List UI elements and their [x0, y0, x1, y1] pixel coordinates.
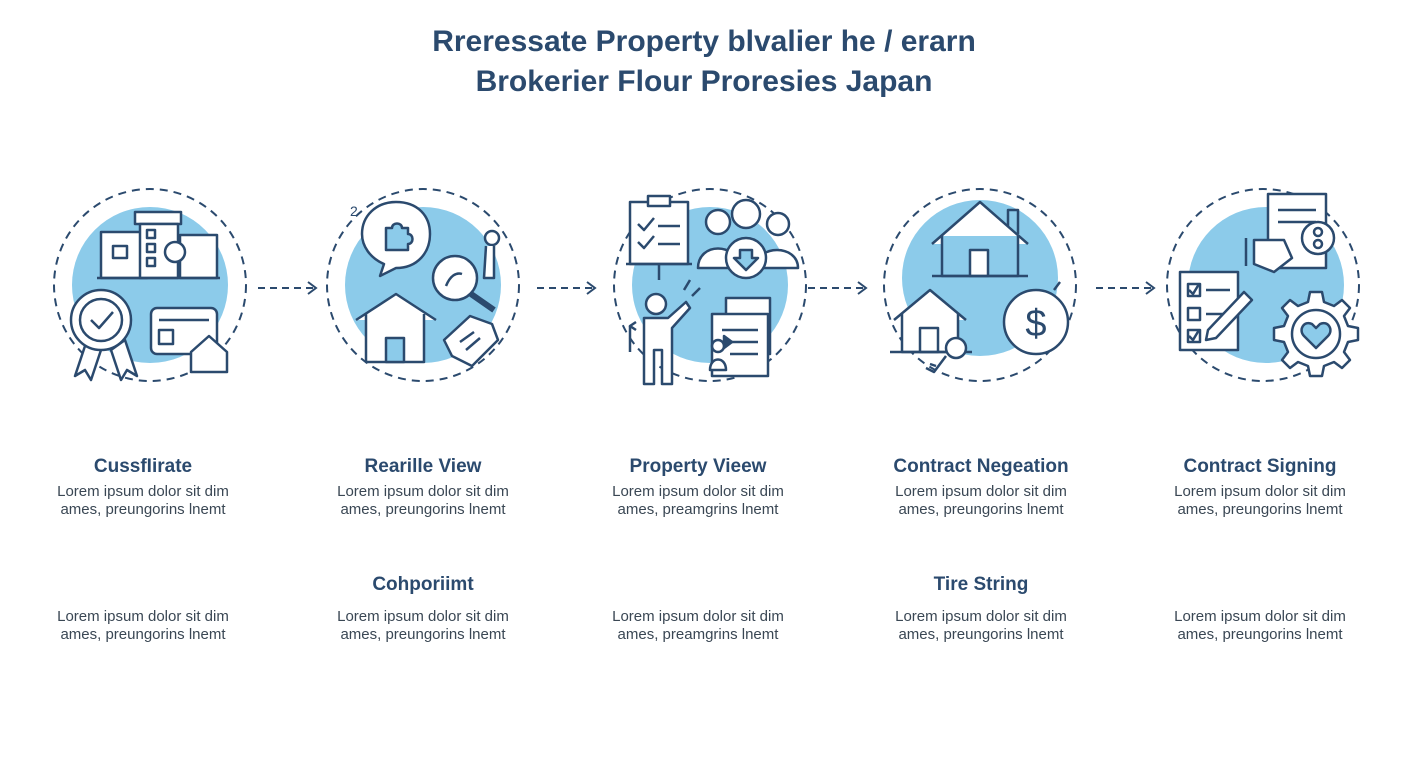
arrow-2-3	[537, 281, 597, 295]
step-1-illustration	[45, 180, 255, 390]
step-1-label: CussfIirate Lorem ipsum dolor sit dim am…	[23, 455, 263, 519]
step-2-subtitle: Cohporiimt	[372, 574, 474, 595]
step-2-subtitle-block: Cohporiimt	[303, 573, 543, 601]
step-4-text-line-2: ames, preungorins lnemt	[898, 501, 1064, 518]
step-5-label: Contract Signing Lorem ipsum dolor sit d…	[1140, 455, 1380, 519]
arrow-3-4	[808, 281, 868, 295]
step-4-text-line-4: ames, preungorins lnemt	[898, 626, 1064, 643]
arrow-4-5	[1096, 281, 1156, 295]
step-2-text-line-4: ames, preungorins lnemt	[340, 626, 506, 643]
arrow-1-2	[258, 281, 318, 295]
step-4-text-line-1: Lorem ipsum dolor sit dim	[895, 483, 1067, 500]
gear-heart-icon	[1272, 290, 1360, 378]
page-title: Rreressate Property blvalier he / erarn …	[0, 22, 1408, 102]
svg-text:$: $	[1025, 303, 1046, 345]
step-3-illustration	[600, 180, 810, 390]
step-2-text-line-1: Lorem ipsum dolor sit dim	[337, 483, 509, 500]
step-5-text-line-2: ames, preungorins lnemt	[1177, 501, 1343, 518]
step-5-text-line-3: Lorem ipsum dolor sit dim	[1174, 608, 1346, 625]
step-3-label: Property Vieew Lorem ipsum dolor sit dim…	[578, 455, 818, 519]
step-2-text-line-2: ames, preungorins lnemt	[340, 501, 506, 518]
step-3-text-line-1: Lorem ipsum dolor sit dim	[612, 483, 784, 500]
step-3-text-line-3: Lorem ipsum dolor sit dim	[612, 608, 784, 625]
magnifier-icon	[431, 229, 501, 313]
step-1-extra-text: Lorem ipsum dolor sit dim ames, preungor…	[23, 608, 263, 644]
step-5-text-line-4: ames, preungorins lnemt	[1177, 626, 1343, 643]
house-key-icon	[890, 288, 972, 374]
dollar-coin-icon: $	[1002, 281, 1070, 356]
title-line-2: Brokerier Flour Proresies Japan	[475, 65, 933, 98]
step-4-title: Contract Negeation	[893, 456, 1069, 477]
presenter-icon	[628, 279, 701, 386]
step-2-title: Rearille View	[364, 456, 482, 477]
step-1-text-line-4: ames, preungorins lnemt	[60, 626, 226, 643]
step-3-extra-text: Lorem ipsum dolor sit dim ames, preamgri…	[578, 608, 818, 644]
document-icon	[708, 296, 772, 378]
contract-documents-icon	[1244, 192, 1336, 274]
step-3-title: Property Vieew	[629, 456, 767, 477]
step-5-title: Contract Signing	[1183, 456, 1337, 477]
building-icon	[97, 210, 220, 280]
checklist-clipboard-icon	[626, 194, 692, 280]
step-4-illustration: $	[876, 180, 1086, 390]
step-1-text-line-1: Lorem ipsum dolor sit dim	[57, 483, 229, 500]
step-1-text-line-2: ames, preungorins lnemt	[60, 501, 226, 518]
people-group-icon	[696, 198, 800, 280]
step-2-label: Rearille View Lorem ipsum dolor sit dim …	[303, 455, 543, 519]
step-5-extra-text: Lorem ipsum dolor sit dim ames, preungor…	[1140, 608, 1380, 644]
checklist-pen-icon	[1178, 270, 1254, 352]
step-4-subtitle-block: Tire String	[861, 573, 1101, 601]
house-icon	[355, 292, 437, 364]
house-icon	[931, 200, 1029, 278]
title-line-1: Rreressate Property blvalier he / erarn	[432, 25, 976, 58]
step-2-illustration: 2	[320, 180, 530, 390]
svg-text:2: 2	[350, 203, 358, 219]
step-3-text-line-4: ames, preamgrins lnemt	[617, 626, 779, 643]
handshake-icon	[442, 314, 500, 368]
property-card-icon	[149, 306, 229, 374]
step-1-text-line-3: Lorem ipsum dolor sit dim	[57, 608, 229, 625]
step-4-text-line-3: Lorem ipsum dolor sit dim	[895, 608, 1067, 625]
step-5-text-line-1: Lorem ipsum dolor sit dim	[1174, 483, 1346, 500]
step-4-extra-text: Lorem ipsum dolor sit dim ames, preungor…	[861, 608, 1101, 644]
puzzle-speech-icon: 2	[350, 200, 432, 278]
award-ribbon-icon	[69, 288, 139, 382]
step-2-text-line-3: Lorem ipsum dolor sit dim	[337, 608, 509, 625]
step-2-extra-text: Lorem ipsum dolor sit dim ames, preungor…	[303, 608, 543, 644]
step-4-subtitle: Tire String	[933, 574, 1029, 595]
step-1-title: CussfIirate	[93, 456, 193, 477]
step-3-text-line-2: ames, preamgrins lnemt	[617, 501, 779, 518]
step-5-illustration	[1158, 180, 1368, 390]
step-4-label: Contract Negeation Lorem ipsum dolor sit…	[861, 455, 1101, 519]
